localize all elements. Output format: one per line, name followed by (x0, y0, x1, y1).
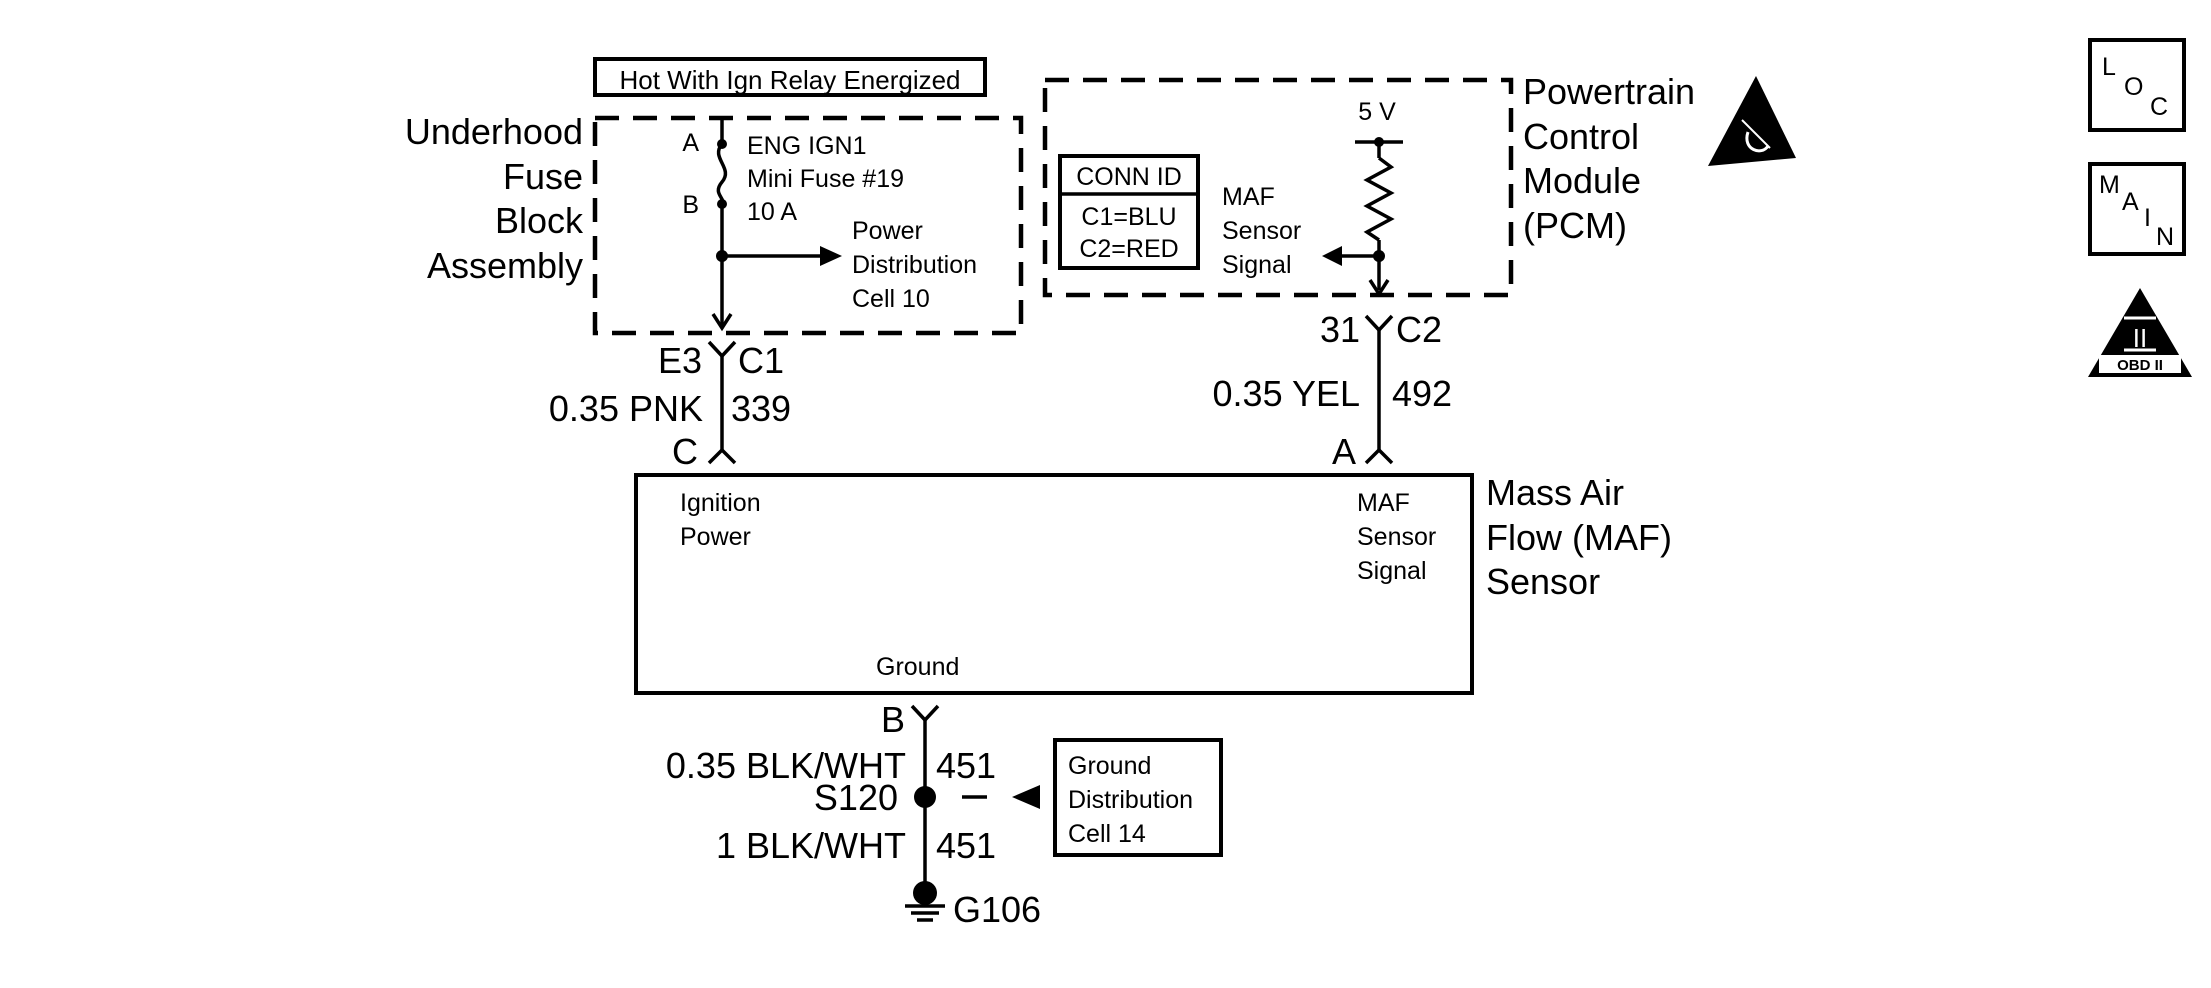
maf-signal-line3: Signal (1357, 557, 1427, 585)
ground-dist-line3: Cell 14 (1068, 820, 1146, 848)
maf-signal-line2: Sensor (1357, 523, 1436, 551)
sensor-pin-c-symbol (707, 447, 737, 465)
conn-id-title: CONN ID (1076, 163, 1182, 191)
ground-upper-wire-label: 0.35 BLK/WHT (666, 745, 906, 786)
obd-ii-icon[interactable]: II OBD II (2088, 288, 2192, 377)
fuse-name-line1: ENG IGN1 (747, 132, 866, 160)
pcm-signal-line2: Sensor (1222, 217, 1301, 245)
pcm-name-line4: (PCM) (1523, 205, 1627, 246)
connector-c2-symbol (1364, 314, 1394, 333)
maf-sensor: Mass Air Flow (MAF) Sensor Ignition Powe… (634, 472, 1672, 695)
main-icon[interactable]: M A I N (2088, 162, 2186, 256)
hot-header-box (593, 57, 987, 97)
fuse-block-name-line1: Underhood (405, 111, 583, 152)
ignition-wire-label: 0.35 PNK (549, 388, 703, 429)
pcm: Powertrain Control Module (PCM) CONN ID … (1042, 71, 1796, 298)
terminal-b-label: B (682, 191, 699, 219)
obd-icon-label: OBD II (2117, 357, 2163, 374)
loc-icon-o: O (2124, 73, 2143, 101)
conn-id-box (1058, 154, 1200, 270)
fuse-block-boundary (592, 115, 1024, 336)
terminal-a-label: A (682, 129, 699, 157)
signal-circuit: 31 C2 0.35 YEL 492 A (1213, 309, 1453, 472)
ignition-conn-id: C1 (738, 340, 784, 381)
ignition-circuit-number: 339 (731, 388, 791, 429)
sensor-pin-b-symbol (910, 704, 940, 723)
fuse-block: Hot With Ign Relay Energized Underhood F… (405, 57, 1024, 336)
esd-warning-icon (1708, 76, 1796, 166)
ground-point-label: G106 (953, 889, 1041, 930)
ignition-conn-pin: E3 (658, 340, 702, 381)
power-dist-line2: Distribution (852, 251, 977, 279)
main-icon-a: A (2122, 188, 2139, 216)
ignition-circuit: E3 C1 0.35 PNK 339 C (549, 340, 791, 472)
pcm-signal-line1: MAF (1222, 183, 1275, 211)
maf-name-line1: Mass Air (1486, 472, 1624, 513)
hot-header-text: Hot With Ign Relay Energized (619, 65, 960, 95)
main-icon-i: I (2144, 204, 2151, 232)
main-icon-n: N (2156, 223, 2174, 251)
conn-id-line2: C2=RED (1079, 235, 1178, 263)
splice-label: S120 (814, 777, 898, 818)
ground-circuit: B 0.35 BLK/WHT 451 S120 1 BLK/WHT 451 G1… (666, 699, 1041, 930)
conn-id-line1: C1=BLU (1081, 203, 1176, 231)
loc-icon-c: C (2150, 93, 2168, 121)
fuse-block-name-line3: Block (495, 200, 584, 241)
fuse-output-arrow (711, 313, 733, 332)
ignition-sensor-pin: C (672, 431, 698, 472)
ground-lower-circuit-number: 451 (936, 825, 996, 866)
pcm-name-line1: Powertrain (1523, 71, 1695, 112)
maf-name-line2: Flow (MAF) (1486, 517, 1672, 558)
maf-ignition-line2: Power (680, 523, 751, 551)
pcm-voltage-label: 5 V (1358, 98, 1396, 126)
signal-circuit-number: 492 (1392, 373, 1452, 414)
signal-conn-pin: 31 (1320, 309, 1360, 350)
ground-dist-arrow (1012, 785, 1040, 809)
connector-c1-symbol (707, 340, 737, 359)
power-dist-line3: Cell 10 (852, 285, 930, 313)
ground-point-dot (913, 881, 937, 905)
main-icon-m: M (2099, 171, 2120, 199)
power-dist-line1: Power (852, 217, 923, 245)
pcm-boundary (1042, 77, 1514, 298)
ground-symbol-icon (905, 904, 945, 922)
ground-upper-circuit-number: 451 (936, 745, 996, 786)
ground-dist-line2: Distribution (1068, 786, 1193, 814)
ground-dist-box (1053, 738, 1223, 857)
pcm-name-line3: Module (1523, 160, 1641, 201)
ground-lower-wire-label: 1 BLK/WHT (716, 825, 906, 866)
sensor-pin-a-symbol (1364, 447, 1394, 465)
maf-ignition-line1: Ignition (680, 489, 761, 517)
fuse-symbol (716, 142, 728, 205)
maf-name-line3: Sensor (1486, 561, 1600, 602)
ground-dist-line1: Ground (1068, 752, 1151, 780)
signal-sense-arrow (1322, 246, 1342, 266)
signal-sensor-pin: A (1332, 431, 1356, 472)
maf-signal-line1: MAF (1357, 489, 1410, 517)
loc-icon-l: L (2102, 53, 2116, 81)
signal-wire-label: 0.35 YEL (1213, 373, 1360, 414)
fuse-name-line3: 10 A (747, 198, 797, 226)
loc-icon[interactable]: L O C (2088, 38, 2186, 132)
maf-sensor-box (634, 473, 1474, 695)
ground-sensor-pin: B (881, 699, 905, 740)
signal-conn-id: C2 (1396, 309, 1442, 350)
fuse-block-name-line4: Assembly (427, 245, 583, 286)
fuse-block-name-line2: Fuse (503, 156, 583, 197)
power-dist-arrow (820, 246, 842, 266)
splice-s120-dot (914, 786, 936, 808)
obd-icon-numeral: II (2133, 323, 2147, 353)
pcm-signal-arrow (1368, 279, 1390, 298)
pcm-name-line2: Control (1523, 116, 1639, 157)
maf-ground-label: Ground (876, 653, 959, 681)
ground-dist-box-group: Ground Distribution Cell 14 (1053, 738, 1223, 857)
pull-up-resistor (1363, 156, 1395, 242)
fuse-name-line2: Mini Fuse #19 (747, 165, 904, 193)
pcm-signal-line3: Signal (1222, 251, 1292, 279)
